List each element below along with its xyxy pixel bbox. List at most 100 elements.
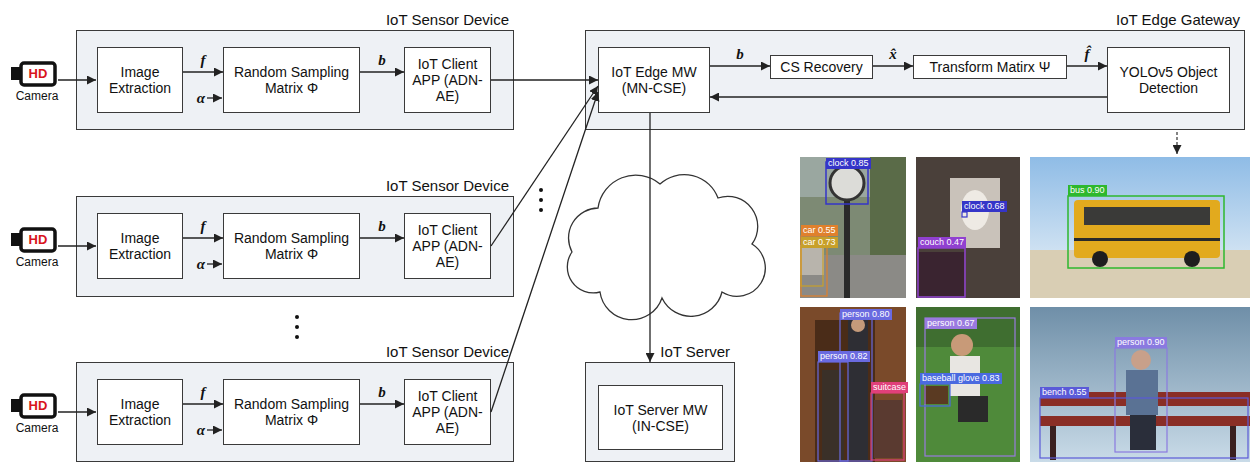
- cloud-shape-part: [567, 175, 765, 320]
- signal-label: b: [378, 384, 386, 401]
- flow-arrow: [649, 113, 650, 362]
- process-box: IoT Server MW (IN-CSE): [598, 385, 723, 450]
- photo-street-part: [826, 162, 868, 204]
- ellipsis-dots-part: [539, 198, 543, 202]
- photo-bench-part: [1030, 307, 1250, 462]
- photo-bus-part: [1030, 157, 1250, 298]
- camera-icon-part: [58, 411, 96, 412]
- photo-doorway: [800, 307, 906, 462]
- photo-doorway-part: [874, 400, 902, 458]
- detection-label: person 0.67: [925, 318, 977, 329]
- box-label: Image Extraction: [102, 64, 178, 96]
- photo-street-part: [830, 166, 864, 200]
- camera-icon: [11, 63, 222, 98]
- photo-bus-part: [1184, 251, 1200, 267]
- detection-label: person 0.80: [840, 309, 892, 320]
- camera-icon-part: [207, 263, 222, 264]
- process-box: Random Sampling Matrix Φ: [223, 379, 360, 445]
- photo-room: [916, 157, 1020, 298]
- camera-icon-part: [58, 79, 96, 80]
- detection-label: suitcase: [871, 382, 908, 393]
- flow-arrow: [710, 65, 770, 66]
- detection-label: bus 0.90: [1068, 185, 1107, 196]
- photo-street-part: [801, 236, 827, 296]
- flow-arrow: [360, 71, 404, 72]
- photo-bus: [1030, 157, 1250, 298]
- flow-arrow: [183, 237, 223, 238]
- camera-group: [11, 63, 222, 430]
- process-box: IoT Client APP (ADN-AE): [404, 47, 491, 113]
- camera-icon-part: [21, 63, 55, 85]
- process-box: Image Extraction: [97, 379, 183, 445]
- dashed-arrow-part: [1176, 132, 1177, 154]
- cloud-shape: [567, 175, 765, 320]
- flow-arrow: [183, 71, 223, 72]
- parameter-label: α: [197, 90, 205, 106]
- photo-bench: [1030, 307, 1250, 462]
- box-label: IoT Edge MW (MN-CSE): [603, 64, 705, 96]
- photo-doorway-part: [818, 362, 848, 461]
- photo-bench-part: [1115, 348, 1167, 452]
- signal-label: f: [201, 218, 206, 235]
- signal-label: b: [378, 218, 386, 235]
- container-box: IoT Edge GatewayIoT Edge MW (MN-CSE)CS R…: [585, 30, 1245, 130]
- photo-grass-part: [951, 334, 973, 356]
- camera-icon-part: [11, 67, 20, 80]
- photo-doorway-part: [871, 393, 904, 460]
- group-title: IoT Sensor Device: [386, 11, 509, 28]
- container-box: IoT Sensor DeviceImage ExtractionRandom …: [76, 30, 514, 130]
- device-caption: Camera: [16, 422, 59, 435]
- photo-street-part: [800, 157, 906, 298]
- photo-doorway-part: [848, 318, 868, 460]
- box-label: YOLOv5 Object Detection: [1112, 64, 1225, 96]
- photo-bench-part: [1126, 370, 1158, 415]
- container-box: IoT Sensor DeviceImage ExtractionRandom …: [76, 196, 514, 297]
- photo-room-part: [918, 248, 965, 297]
- signal-label: x̂: [889, 46, 897, 63]
- group-title: IoT Edge Gateway: [1116, 11, 1240, 28]
- photo-doorway-part: [851, 318, 865, 332]
- photo-bench-part: [1050, 426, 1056, 460]
- camera-icon: [11, 229, 222, 264]
- flow-arrow: [873, 65, 913, 66]
- box-label: IoT Server MW (IN-CSE): [603, 402, 718, 434]
- flow-arrow: [491, 86, 598, 246]
- process-box: Transform Matirx Ψ: [913, 55, 1067, 79]
- flow-arrow: [710, 96, 1107, 97]
- dashed-arrow: [1177, 132, 1178, 154]
- photo-bench-part: [1040, 398, 1248, 458]
- box-label: Transform Matirx Ψ: [930, 59, 1051, 75]
- photo-grass-part: [950, 356, 980, 396]
- ellipsis-dots-part: [295, 335, 299, 339]
- process-box: CS Recovery: [770, 55, 873, 79]
- box-label: IoT Client APP (ADN-AE): [409, 388, 486, 436]
- box-label: CS Recovery: [780, 59, 862, 75]
- photo-street-part: [870, 157, 906, 267]
- signal-label: b: [736, 46, 744, 63]
- photo-street-part: [800, 245, 824, 275]
- photo-doorway-part: [800, 307, 906, 462]
- photo-room-part: [918, 252, 964, 296]
- camera-icon-part: [207, 429, 222, 430]
- box-label: Image Extraction: [102, 230, 178, 262]
- ellipsis-dots-part: [539, 188, 543, 192]
- photo-bus-part: [1084, 207, 1210, 225]
- ellipsis-dots: [295, 188, 543, 339]
- camera-icon-part: [207, 97, 222, 98]
- parameter-label: α: [197, 422, 205, 438]
- process-box: IoT Client APP (ADN-AE): [404, 213, 491, 279]
- signal-label: b: [378, 52, 386, 69]
- process-box: Random Sampling Matrix Φ: [223, 47, 360, 113]
- group-title: IoT Sensor Device: [386, 177, 509, 194]
- detection-label: person 0.90: [1115, 337, 1167, 348]
- photo-bench-part: [1230, 426, 1236, 460]
- camera-badge: HD: [29, 67, 48, 81]
- photo-grass: [916, 307, 1020, 462]
- photo-doorway-part: [822, 370, 844, 460]
- detection-label: person 0.82: [818, 351, 870, 362]
- photo-grass-part: [920, 384, 950, 406]
- camera-icon-part: [11, 399, 20, 412]
- detection-label: car 0.55: [801, 225, 838, 236]
- group-title: IoT Server: [660, 343, 730, 360]
- photo-street-part: [801, 246, 823, 286]
